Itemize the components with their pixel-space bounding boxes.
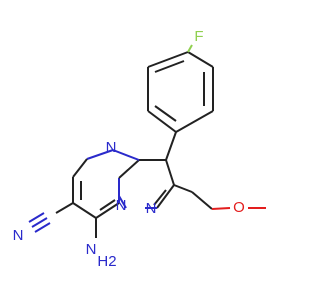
amino-hydrogen-label: H2 (97, 253, 116, 270)
bond (156, 184, 175, 209)
fluorine-label: F (194, 28, 203, 45)
bond (72, 158, 88, 178)
amino-nitrogen-label: N (86, 241, 97, 258)
bond (55, 202, 74, 214)
bond (173, 184, 193, 193)
bond (211, 207, 231, 210)
nitrogen-label-pyrazole: N (146, 200, 157, 217)
bond (34, 222, 51, 233)
fluorophenyl-ring (147, 44, 214, 133)
bond (147, 110, 177, 133)
bond (72, 202, 97, 219)
bond (154, 105, 177, 122)
bond (118, 195, 127, 209)
atom-labels: F N N N N O N H2 (13, 28, 245, 270)
bond (187, 44, 193, 53)
bond (28, 212, 45, 223)
bond (147, 51, 189, 68)
bond (31, 217, 48, 228)
bond (175, 110, 214, 133)
molecule-structure: F N N N N O N H2 (13, 28, 266, 270)
bond (165, 131, 177, 161)
nitrile-nitrogen-label: N (13, 227, 24, 244)
bicyclic-core (72, 131, 177, 219)
bond (118, 159, 140, 179)
bond (112, 149, 140, 161)
nitrogen-label-top: N (106, 139, 117, 156)
bond (187, 51, 214, 68)
oxygen-label: O (233, 199, 245, 216)
bond (86, 149, 114, 160)
bond (99, 199, 116, 211)
bond (165, 159, 175, 186)
bond (191, 191, 213, 210)
bond (153, 189, 167, 206)
bond (95, 202, 120, 219)
nitrogen-label-bridge: N (116, 197, 127, 214)
substituents (28, 184, 266, 238)
bond (154, 60, 185, 73)
